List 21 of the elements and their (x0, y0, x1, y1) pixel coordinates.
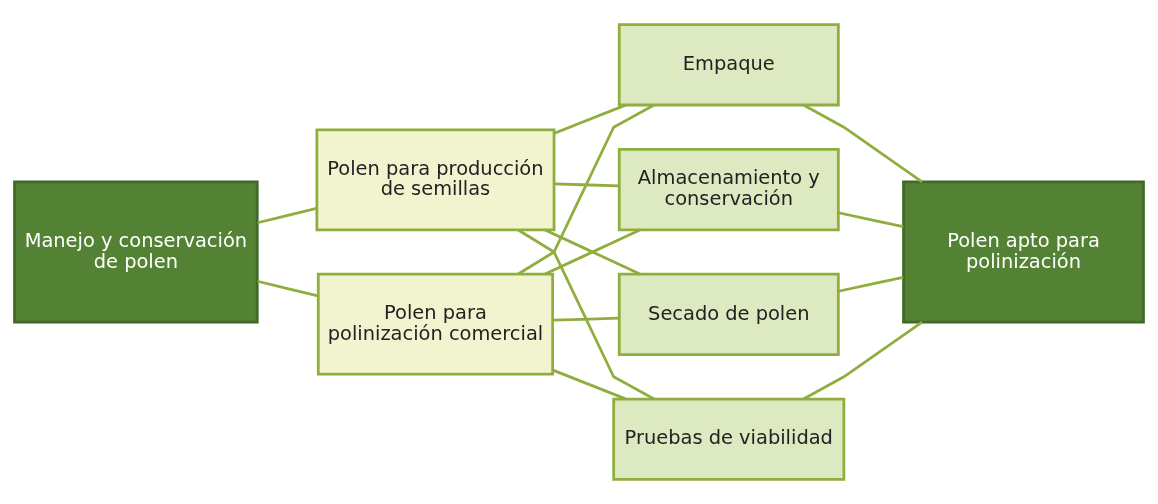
connector (517, 228, 655, 401)
node-box: Empaque (617, 23, 840, 107)
node-box: Pruebas de viabilidad (612, 397, 846, 481)
connector (554, 182, 620, 188)
node-box: Polen apto para polinización (902, 180, 1145, 324)
node-box: Almacenamiento y conservación (617, 148, 840, 232)
connector (838, 211, 904, 228)
connector (552, 368, 627, 401)
node-box: Manejo y conservación de polen (13, 180, 259, 324)
node-box: Secado de polen (617, 272, 840, 356)
connector (552, 316, 620, 322)
connector (553, 103, 626, 135)
connector (257, 207, 317, 225)
connector (257, 279, 319, 298)
connector (802, 103, 923, 184)
connector (802, 320, 923, 401)
node-box: Polen para polinización comercial (316, 272, 555, 376)
connector (544, 228, 641, 276)
connector (838, 276, 904, 293)
connector (517, 103, 655, 276)
node-box: Polen para producción de semillas (315, 128, 556, 232)
